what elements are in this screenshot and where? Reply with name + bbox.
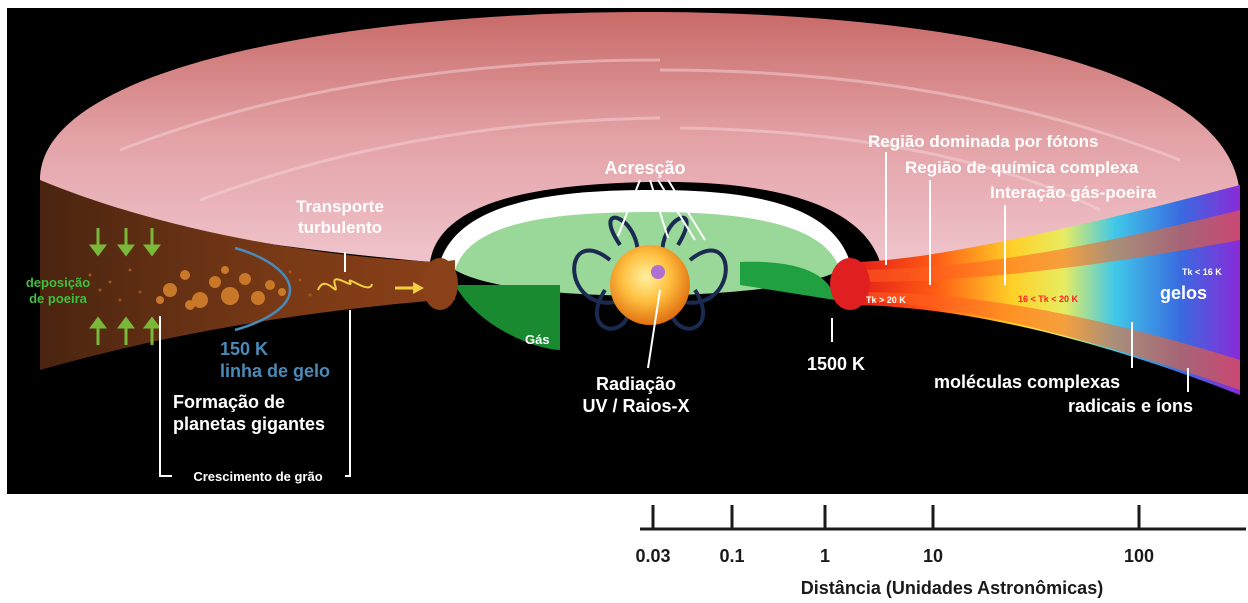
temperature-1500-label: 1500 K	[807, 354, 865, 374]
inner-gas-dark	[455, 285, 560, 350]
transport-arrow-head	[413, 282, 424, 294]
grain-growth-label: Crescimento de grão	[193, 469, 322, 484]
ice-line-label: linha de gelo	[220, 361, 330, 381]
gas-dust-label: Interação gás-poeira	[990, 183, 1157, 202]
ice-line-curve	[234, 246, 292, 332]
magnetic-field-lines	[572, 215, 728, 331]
deposition-label-line2: de poeira	[29, 291, 88, 306]
radicals-label: radicais e íons	[1068, 396, 1193, 416]
ice-line-temperature: 150 K	[220, 339, 268, 359]
axis-tick-label-0.1: 0.1	[719, 546, 744, 566]
turbulence-squiggle	[317, 278, 373, 291]
complex-chemistry-label: Região de química complexa	[905, 158, 1139, 177]
deposition-label-line1: deposição	[26, 275, 90, 290]
tk-hot-label: Tk > 20 K	[866, 295, 906, 305]
radiation-pointer-line	[647, 289, 661, 369]
accretion-label: Acresção	[604, 158, 685, 178]
tk-cold-label: Tk < 16 K	[1182, 267, 1222, 277]
grain-growth-bracket	[159, 316, 351, 477]
turbulent-label-line1: Transporte	[296, 197, 384, 216]
axis-tick-label-1: 1	[820, 546, 830, 566]
complex-molecules-label: moléculas complexas	[934, 372, 1120, 392]
axis-tick-label-10: 10	[923, 546, 943, 566]
inner-rim-right	[830, 258, 870, 310]
inner-rim-left	[422, 258, 458, 310]
photon-region-label: Região dominada por fótons	[868, 132, 1098, 151]
dust-grains	[156, 266, 286, 310]
disk-surface	[40, 11, 1240, 264]
turbulent-label-line2: turbulento	[298, 218, 382, 237]
protostar	[610, 245, 690, 325]
radiation-label-line1: Radiação	[596, 374, 676, 394]
giant-planets-label-line1: Formação de	[173, 392, 285, 412]
inner-gas-right	[740, 261, 835, 300]
giant-planets-label-line2: planetas gigantes	[173, 414, 325, 434]
disk-streaks	[119, 58, 1181, 212]
radiation-label-line2: UV / Raios-X	[582, 396, 689, 416]
tk-mid-label: 16 < Tk < 20 K	[1018, 294, 1079, 304]
deposition-arrows	[89, 228, 161, 345]
axis-tick-label-100: 100	[1124, 546, 1154, 566]
warm-layer-top	[860, 210, 1240, 282]
hotspot	[651, 265, 665, 279]
axis-title: Distância (Unidades Astronômicas)	[801, 578, 1103, 598]
ices-label: gelos	[1160, 283, 1207, 303]
distance-axis: 0.03 0.1 1 10 100 Distância (Unidades As…	[635, 505, 1246, 598]
warm-layer-bottom	[860, 292, 1240, 390]
axis-tick-label-0.03: 0.03	[635, 546, 670, 566]
gas-label: Gás	[525, 332, 550, 347]
accretion-pointer-lines	[617, 179, 706, 241]
small-dust	[88, 268, 312, 302]
